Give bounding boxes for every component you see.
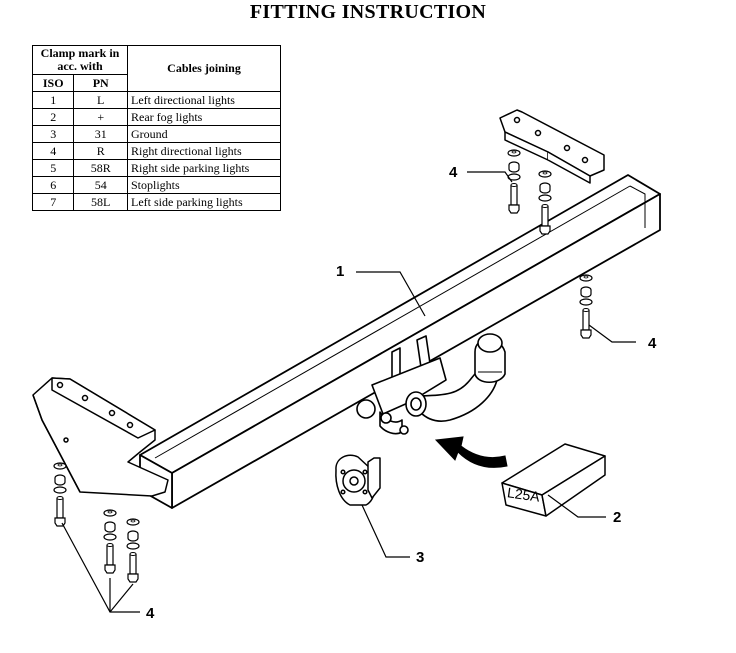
callout-bolts-top: 4 [449, 164, 458, 181]
callout-wiring-kit: 2 [613, 509, 621, 526]
bolt-stack-right [579, 274, 593, 339]
clamp-mark-header-text: Clamp mark in acc. with [40, 46, 120, 73]
callout-tow-bar: 1 [336, 263, 344, 280]
page-title: FITTING INSTRUCTION [249, 1, 487, 23]
mount-arrow [434, 436, 508, 468]
pn-cell: 58R [73, 159, 128, 177]
cable-cell: Right directional lights [127, 142, 281, 160]
bolt-stack-bottom-3 [126, 518, 140, 583]
cable-cell: Left side parking lights [127, 193, 281, 211]
callout-socket-plate: 3 [416, 549, 424, 566]
socket-plate [335, 454, 381, 506]
table-row: 4 R Right directional lights [31, 142, 281, 160]
table-row: 6 54 Stoplights [31, 176, 281, 194]
table-row: 7 58L Left side parking lights [31, 193, 281, 211]
wiring-kit-box [501, 443, 606, 517]
left-bracket [32, 377, 169, 497]
cables-joining-header-text: Cables joining [167, 61, 241, 75]
bolt-stack-bottom-2 [103, 509, 117, 574]
tow-ball-assembly [356, 333, 506, 435]
leader-lines [61, 171, 636, 613]
cable-cell: Right side parking lights [127, 159, 281, 177]
callout-bolts-right: 4 [648, 335, 657, 352]
kit-box-label: L25A [506, 484, 541, 504]
bolt-stack-bottom-1 [53, 462, 67, 527]
right-bracket [499, 109, 605, 184]
table-subheader-row: ISO PN [31, 74, 281, 92]
callout-bolts-bottom: 4 [146, 605, 155, 622]
iso-cell: 4 [31, 142, 75, 160]
wiring-table: Clamp mark in acc. with Cables joining I… [31, 45, 281, 211]
pn-header: PN [73, 74, 128, 92]
iso-cell: 7 [31, 193, 75, 211]
table-row: 5 58R Right side parking lights [31, 159, 281, 177]
clamp-mark-header: Clamp mark in acc. with [32, 45, 128, 75]
table-row: 2 + Rear fog lights [31, 108, 281, 126]
bolt-stack-top-1 [507, 149, 521, 214]
